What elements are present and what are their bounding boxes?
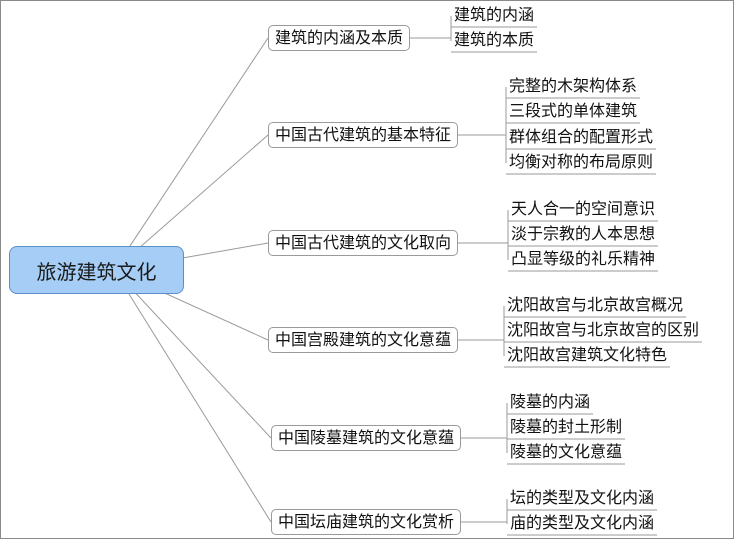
root-topic[interactable]: 旅游建筑文化 [9,246,184,294]
leaf-topic[interactable]: 凸显等级的礼乐精神 [511,249,656,268]
branch-topic[interactable]: 中国古代建筑的基本特征 [268,122,459,148]
root-connector [113,37,269,271]
leaf-topic[interactable]: 群体组合的配置形式 [509,127,654,146]
branch-topic-label: 建筑的内涵及本质 [275,28,404,47]
leaf-topic[interactable]: 庙的类型及文化内涵 [510,513,655,532]
leaf-topic[interactable]: 建筑的内涵 [454,5,535,24]
leaf-topic[interactable]: 沈阳故宫建筑文化特色 [507,345,668,364]
branch-topic-label: 中国古代建筑的文化取向 [275,233,452,252]
branch-topic-label: 中国坛庙建筑的文化赏析 [278,512,455,531]
leaf-topic[interactable]: 陵墓的文化意蕴 [510,442,623,461]
root-connector [113,269,272,523]
leaf-topic[interactable]: 三段式的单体建筑 [509,101,638,120]
leaf-topic[interactable]: 淡于宗教的人本思想 [511,224,656,243]
branch-topic[interactable]: 中国宫殿建筑的文化意蕴 [268,327,459,353]
leaf-topic[interactable]: 沈阳故宫与北京故宫的区别 [507,320,700,339]
branch-topic-label: 中国陵墓建筑的文化意蕴 [278,428,455,447]
branch-topic-label: 中国宫殿建筑的文化意蕴 [275,330,452,349]
leaf-topic[interactable]: 陵墓的内涵 [510,392,591,411]
branch-topic[interactable]: 中国陵墓建筑的文化意蕴 [271,425,462,451]
leaf-topic[interactable]: 天人合一的空间意识 [511,199,656,218]
leaf-topic[interactable]: 完整的木架构体系 [509,76,638,95]
root-connector [113,269,272,439]
leaf-topic[interactable]: 沈阳故宫与北京故宫概况 [507,295,684,314]
root-topic-label: 旅游建筑文化 [36,259,157,284]
branch-topic[interactable]: 中国坛庙建筑的文化赏析 [271,509,462,535]
leaf-topic[interactable]: 陵墓的封土形制 [510,417,623,436]
branch-topic[interactable]: 中国古代建筑的文化取向 [268,230,459,256]
leaf-topic[interactable]: 建筑的本质 [454,30,535,49]
branch-topic[interactable]: 建筑的内涵及本质 [268,25,411,51]
leaf-topic[interactable]: 均衡对称的布局原则 [509,152,654,171]
branch-topic-label: 中国古代建筑的基本特征 [275,125,452,144]
leaf-topic[interactable]: 坛的类型及文化内涵 [510,488,655,507]
